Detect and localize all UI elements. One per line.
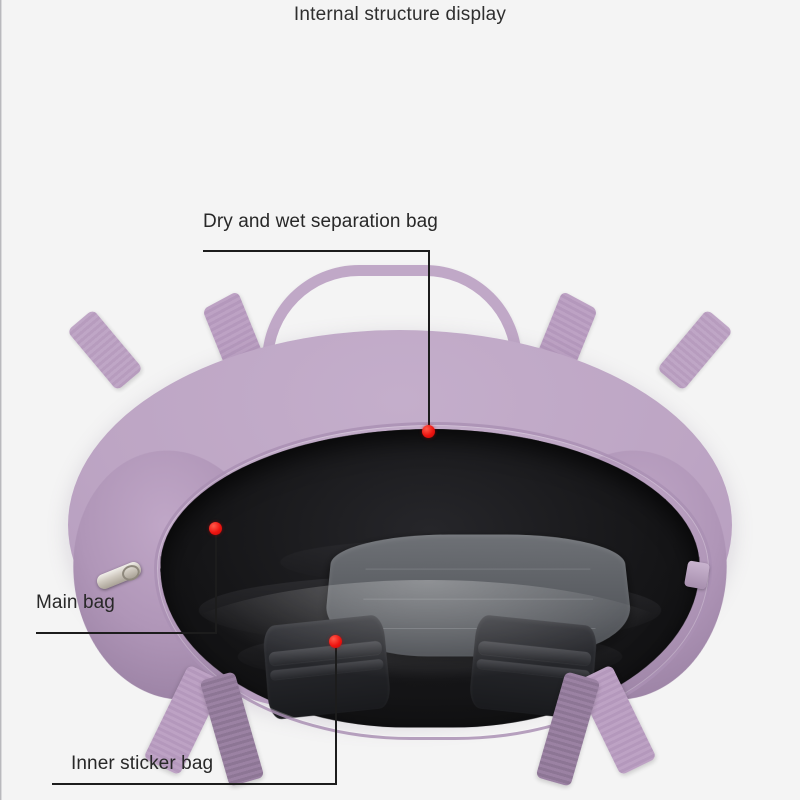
- bag-photo: [40, 255, 760, 787]
- annotation-marker-main-bag: [209, 522, 222, 535]
- handle-strap-upper-right: [656, 309, 734, 391]
- inner-side-pocket-left: [262, 613, 392, 721]
- annotation-leader-horizontal-main-bag: [36, 632, 217, 634]
- annotation-leader-vertical-dry-wet-separation: [428, 250, 430, 431]
- fabric-crease: [363, 599, 594, 601]
- annotation-leader-horizontal-inner-sticker-bag: [52, 783, 337, 785]
- annotation-leader-horizontal-dry-wet-separation: [203, 250, 430, 252]
- annotation-marker-inner-sticker-bag: [329, 635, 342, 648]
- fabric-crease: [365, 568, 591, 570]
- annotation-leader-vertical-main-bag: [215, 528, 217, 632]
- annotation-label-main-bag: Main bag: [36, 592, 115, 613]
- bag-body: [55, 330, 745, 787]
- left-edge-strip: [0, 0, 2, 800]
- annotation-marker-dry-wet-separation: [422, 425, 435, 438]
- page-title: Internal structure display: [293, 4, 507, 25]
- annotation-leader-vertical-inner-sticker-bag: [335, 641, 337, 783]
- annotation-label-inner-sticker-bag: Inner sticker bag: [71, 753, 214, 774]
- handle-strap-upper-left: [66, 309, 144, 391]
- zipper-end-tab: [683, 560, 711, 590]
- annotation-label-dry-wet-separation: Dry and wet separation bag: [203, 211, 438, 232]
